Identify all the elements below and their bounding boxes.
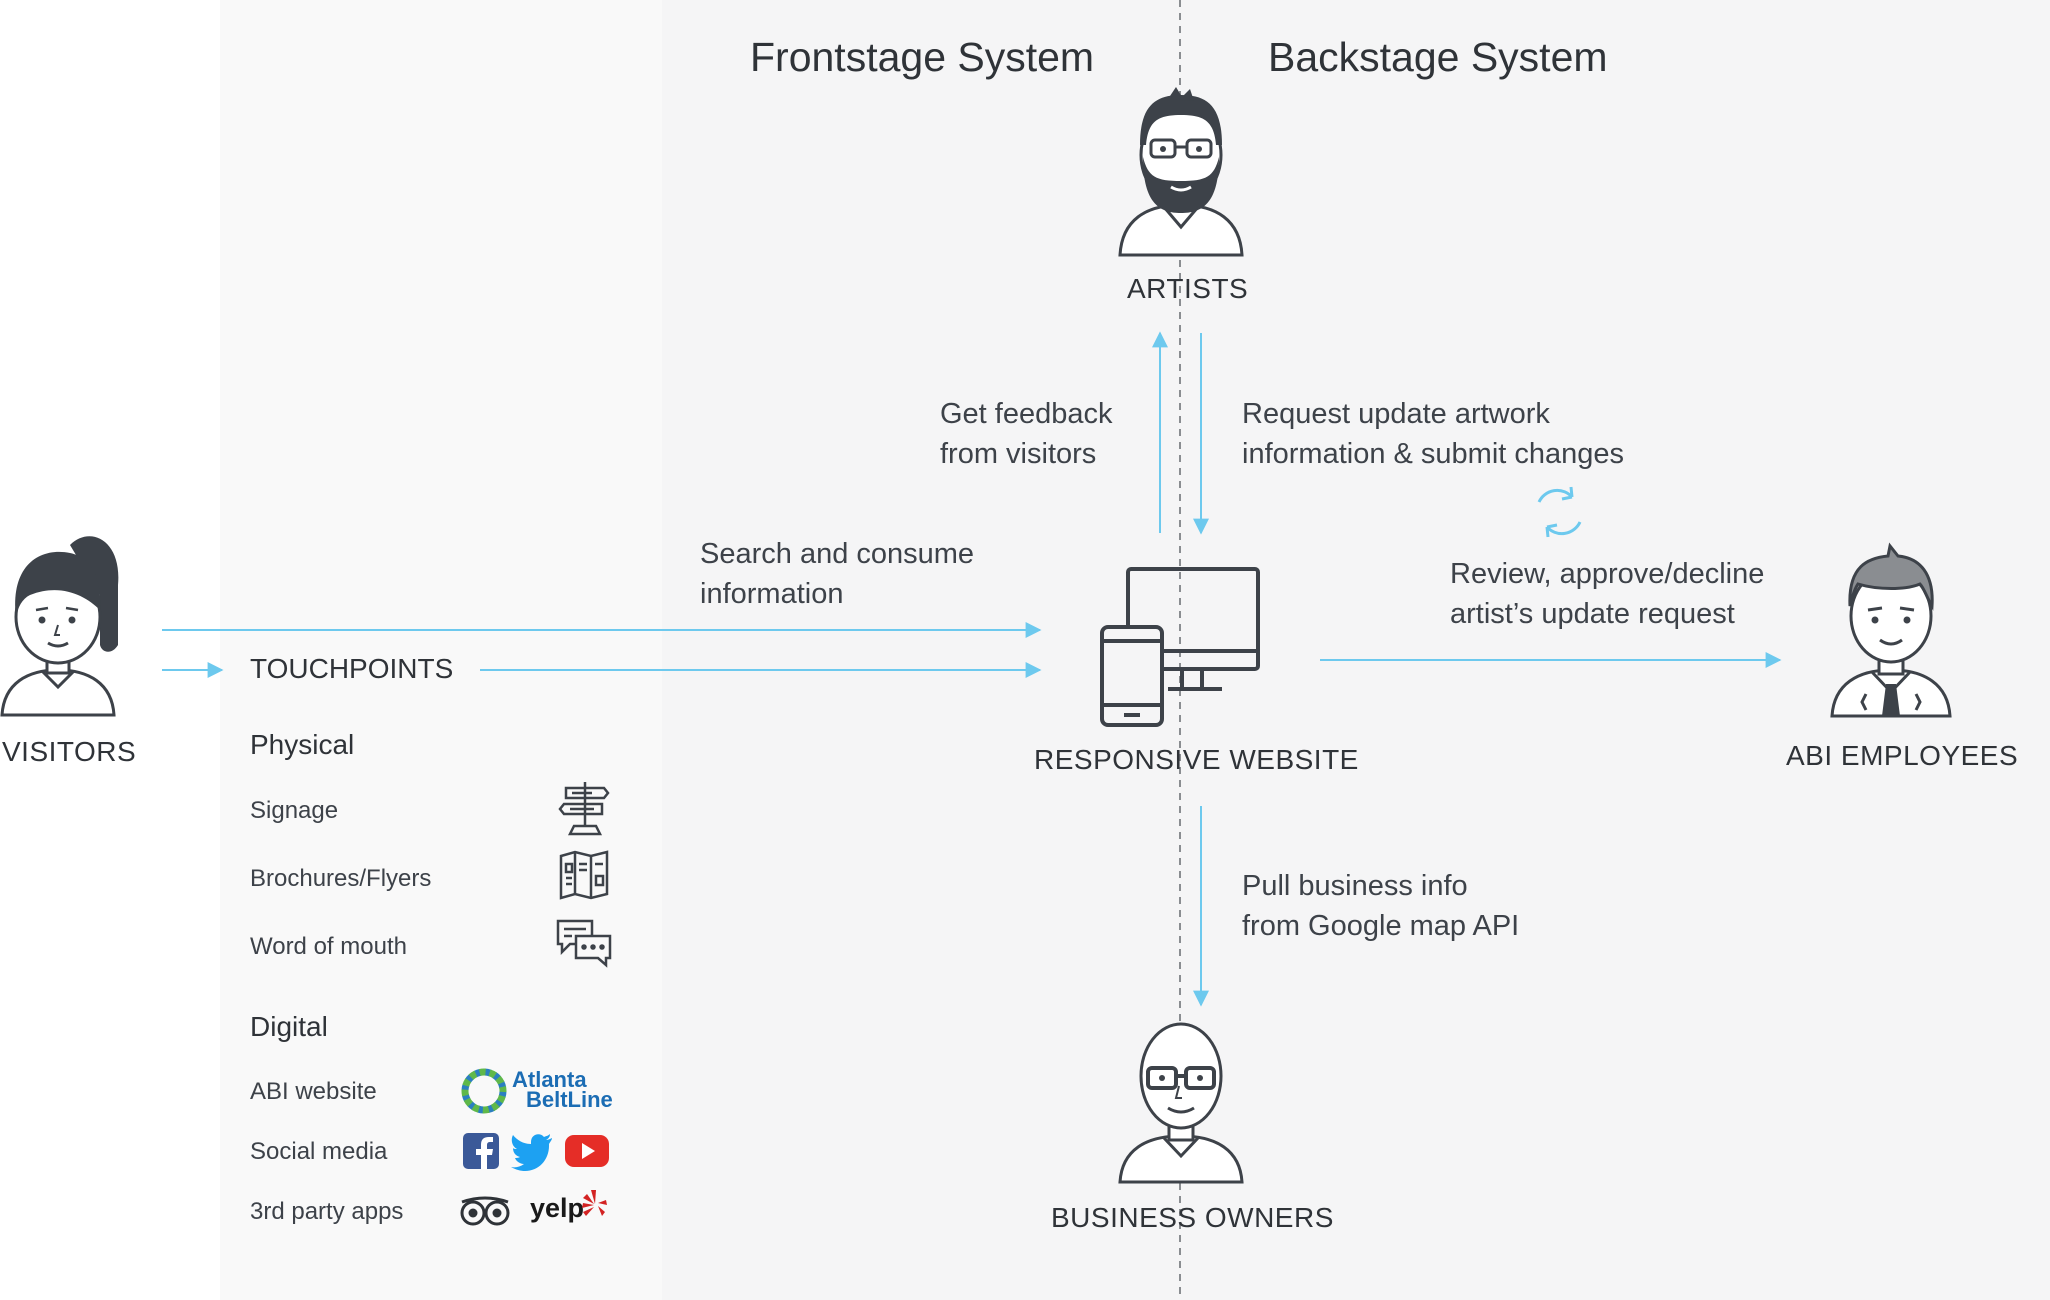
- frontstage-header: Frontstage System: [750, 34, 1095, 80]
- touchpoint-word-of-mouth: Word of mouth: [250, 933, 407, 960]
- tripadvisor-icon: [460, 1196, 510, 1226]
- responsive-website-label: RESPONSIVE WEBSITE: [1034, 744, 1359, 775]
- yelp-burst-icon: [582, 1190, 607, 1216]
- touchpoint-brochures: Brochures/Flyers: [250, 865, 432, 892]
- touchpoint-signage: Signage: [250, 797, 339, 824]
- yelp-logo-text: yelp: [530, 1193, 585, 1223]
- visitors-label: VISITORS: [2, 736, 137, 767]
- business-owners-label: BUSINESS OWNERS: [1051, 1202, 1334, 1233]
- business-owner-avatar: [1118, 1022, 1244, 1184]
- touchpoint-3rd-party-apps: 3rd party apps: [250, 1198, 404, 1225]
- employee-avatar: [1830, 542, 1952, 718]
- artist-avatar: [1118, 87, 1244, 257]
- touchpoint-abi-website: ABI website: [250, 1078, 377, 1105]
- brochure-icon: [559, 850, 609, 900]
- artists-label: ARTISTS: [1127, 273, 1249, 304]
- touchpoints-zone: [220, 0, 662, 1300]
- physical-category: Physical: [250, 729, 355, 760]
- beltline-logo-text: Atlanta BeltLine: [512, 1067, 613, 1112]
- responsive-website-icon: [1100, 567, 1260, 727]
- facebook-icon: [463, 1133, 499, 1169]
- twitter-icon: [511, 1134, 552, 1171]
- youtube-icon: [565, 1135, 609, 1167]
- digital-category: Digital: [250, 1011, 328, 1042]
- touchpoints-title: TOUCHPOINTS: [250, 653, 454, 684]
- sync-icon: [1537, 486, 1582, 538]
- beltline-logo-mark: [461, 1068, 507, 1114]
- word-of-mouth-icon: [556, 919, 612, 968]
- signage-icon: [558, 782, 610, 836]
- touchpoint-social-media: Social media: [250, 1138, 388, 1165]
- visitor-avatar: [0, 536, 119, 717]
- backstage-header: Backstage System: [1268, 34, 1608, 80]
- abi-employees-label: ABI EMPLOYEES: [1786, 740, 2019, 771]
